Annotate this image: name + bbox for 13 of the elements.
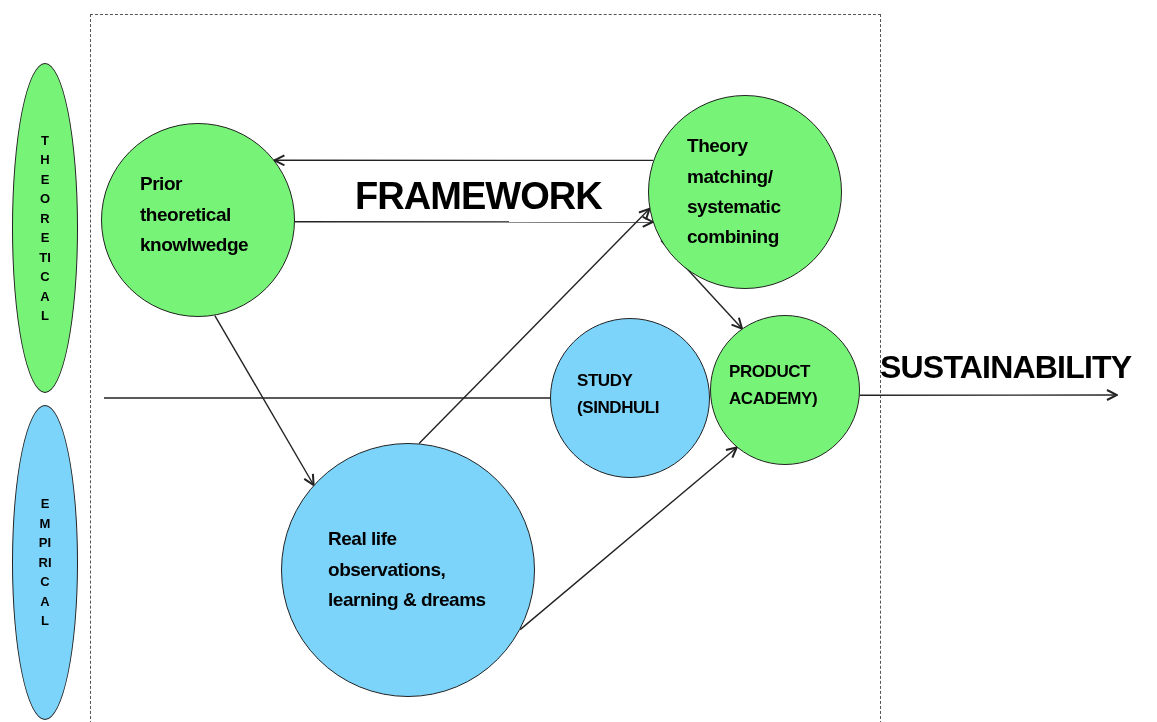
heading-label: FRAMEWORK [355, 174, 602, 219]
node-label: Prior theoretical knowlwedge [140, 172, 250, 258]
node-label: Real life observations, learning & dreams [328, 527, 487, 613]
node-label: STUDY (SINDHULI [577, 369, 661, 419]
node-label: PRODUCT ACADEMY) [729, 360, 819, 410]
node-label: Theory matching/ systematic combining [687, 134, 782, 250]
arrow [859, 389, 1118, 401]
arrow [294, 215, 654, 228]
arrow [273, 154, 654, 167]
arrow [519, 446, 738, 631]
vertical-label: THEORETICAL [38, 131, 52, 325]
vertical-label: EMPIRICAL [38, 495, 52, 631]
heading-label: SUSTAINABILITY [880, 351, 1132, 383]
